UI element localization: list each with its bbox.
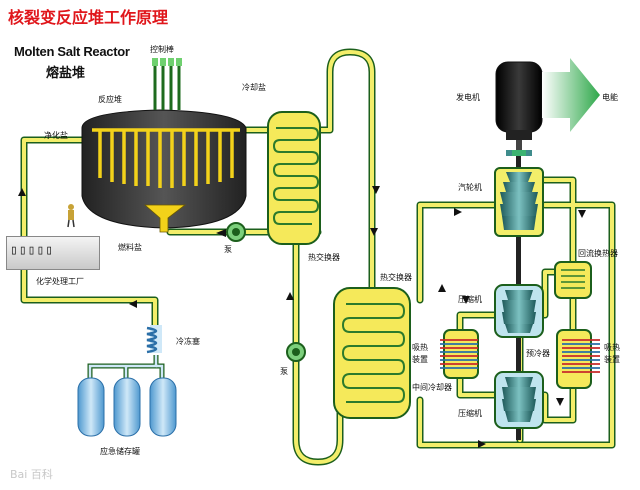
panel-display: ▯▯▯▯▯ (10, 243, 55, 258)
page-title: 核裂变反应堆工作原理 (8, 8, 169, 27)
label-heat-exchanger-2: 热交换器 (380, 273, 412, 282)
valve-icon (512, 150, 526, 156)
heat-exchanger-1 (267, 111, 321, 245)
control-rods (152, 58, 182, 110)
label-fuel-salt: 燃料盐 (118, 243, 142, 252)
label-freeze-plug: 冷冻塞 (176, 337, 200, 346)
subtitle-english: Molten Salt Reactor (14, 44, 130, 59)
emergency-tanks (77, 377, 177, 437)
label-heat-exchanger-1: 热交换器 (308, 253, 340, 262)
worker-icon (67, 204, 75, 228)
label-control-rods: 控制棒 (150, 45, 174, 54)
freeze-plug (146, 325, 162, 354)
label-turbine: 汽轮机 (458, 183, 482, 192)
label-compressor-2: 压缩机 (458, 409, 482, 418)
label-chem-plant: 化学处理工厂 (36, 277, 84, 286)
subtitle-chinese: 熔盐堆 (46, 66, 86, 81)
label-heat-absorber-right-1: 吸热 (604, 343, 620, 352)
reactor-vessel (81, 109, 247, 233)
generator (495, 61, 543, 156)
label-heat-absorber-left-1: 吸热 (412, 343, 428, 352)
precooler (556, 329, 600, 389)
label-precooler: 预冷器 (526, 349, 550, 358)
label-purify-salt: 净化盐 (44, 131, 68, 140)
electricity-arrow-icon (542, 58, 600, 132)
label-generator: 发电机 (456, 93, 480, 102)
label-pump-2: 泵 (280, 367, 288, 376)
intercooler (440, 329, 479, 379)
pump-2 (286, 342, 306, 362)
flow-arrows (18, 186, 586, 448)
compressor-2 (494, 371, 544, 429)
label-intercooler: 中间冷却器 (412, 383, 452, 392)
recuperator (554, 261, 592, 299)
heat-exchanger-2 (333, 287, 411, 419)
label-compressor-1: 压缩机 (458, 295, 482, 304)
label-electricity: 电能 (602, 93, 618, 102)
label-reactor: 反应堆 (98, 95, 122, 104)
watermark: Bai 百科 (10, 468, 53, 481)
label-heat-absorber-right-2: 装置 (604, 355, 620, 364)
label-heat-absorber-left-2: 装置 (412, 355, 428, 364)
chem-plant-panel: ▯▯▯▯▯ (6, 236, 100, 270)
label-pump-1: 泵 (224, 245, 232, 254)
label-coolant-salt: 冷却盐 (242, 83, 266, 92)
pump-1 (226, 222, 246, 242)
label-emergency-tanks: 应急储存罐 (100, 447, 140, 456)
turbine (494, 167, 544, 237)
compressor-1 (494, 284, 544, 338)
label-recuperator: 回流换热器 (578, 249, 618, 258)
